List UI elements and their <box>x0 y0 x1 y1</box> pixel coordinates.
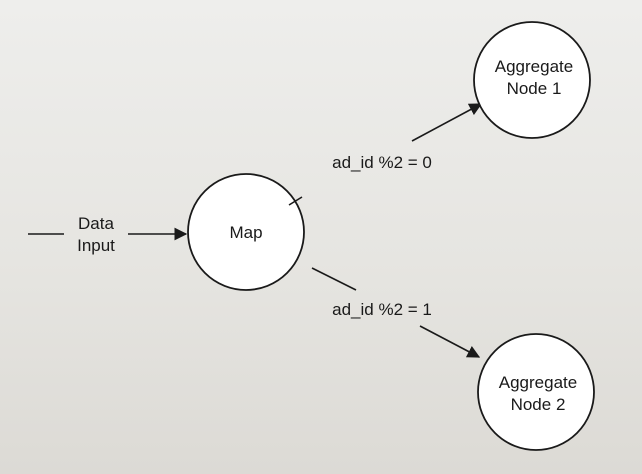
aggregate-node-1-label-line2: Node 1 <box>507 79 562 98</box>
edge-to-aggregate-2 <box>311 267 357 291</box>
aggregate-node-1 <box>473 21 591 139</box>
map-node-label: Map <box>229 223 262 242</box>
input-label-line1: Data <box>78 214 114 233</box>
aggregate-node-2 <box>477 333 595 451</box>
edge-label-top: ad_id %2 = 0 <box>332 153 432 172</box>
edge-to-aggregate-2-arrow <box>419 325 481 358</box>
map-node <box>187 173 305 291</box>
edge-to-aggregate-1 <box>288 196 303 206</box>
edge-to-aggregate-1-arrow <box>411 103 483 142</box>
input-label-line2: Input <box>77 236 115 255</box>
aggregate-node-2-label-line2: Node 2 <box>511 395 566 414</box>
edge-label-bottom: ad_id %2 = 1 <box>332 300 432 319</box>
aggregate-node-1-label-line1: Aggregate <box>495 57 573 76</box>
aggregate-node-2-label-line1: Aggregate <box>499 373 577 392</box>
